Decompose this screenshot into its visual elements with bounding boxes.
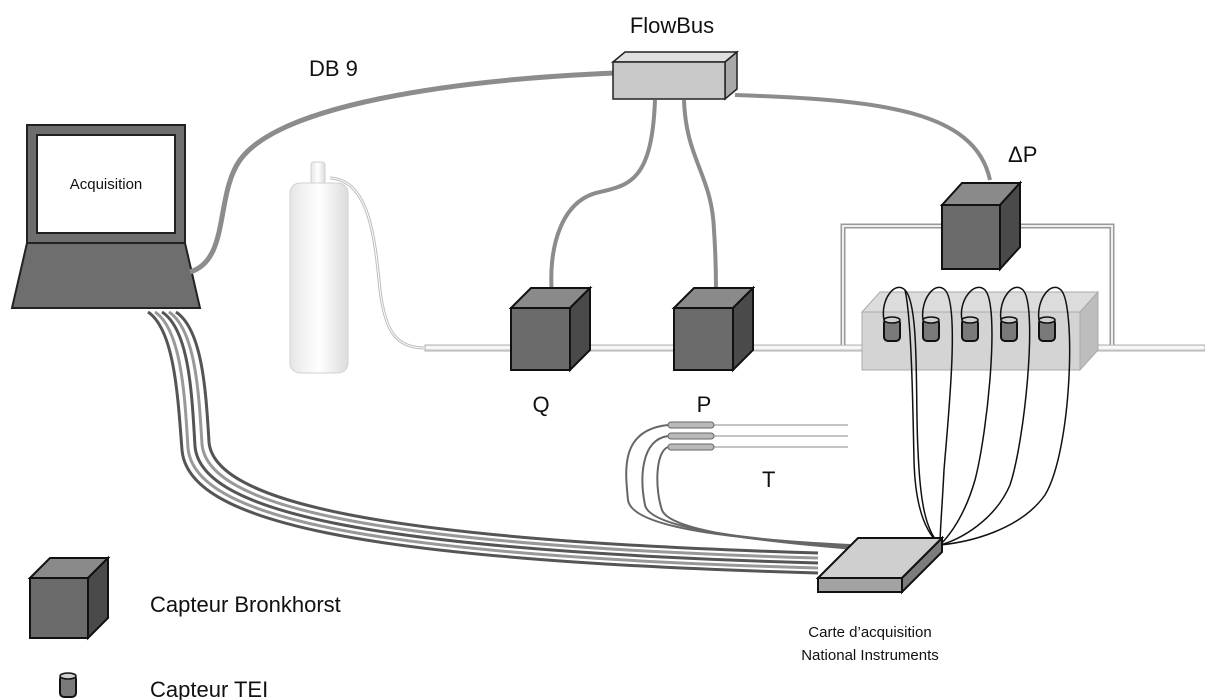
t-label: T	[762, 467, 775, 492]
card-cable	[147, 310, 819, 575]
card-label-line1: Carte d’acquisition	[808, 624, 931, 641]
main-pipe	[329, 176, 1205, 352]
card-label-line2: National Instruments	[801, 647, 939, 664]
flowbus-box	[610, 50, 740, 101]
tei-sensor	[922, 316, 940, 342]
tei-sensor	[1000, 316, 1018, 342]
q-sensor	[508, 285, 593, 373]
dp-sensor	[939, 180, 1023, 272]
acquisition-label: Acquisition	[70, 176, 143, 193]
legend-tei-icon	[59, 672, 77, 698]
tei-sensor	[1038, 316, 1056, 342]
dp-label: ΔP	[1008, 142, 1037, 167]
acquisition-card	[815, 535, 945, 595]
gas-bottle	[289, 161, 349, 374]
flowbus-to-q-cable	[549, 99, 657, 296]
flowbus-to-p-cable	[682, 99, 718, 291]
p-sensor	[671, 285, 756, 373]
thermocouples	[625, 421, 855, 550]
db9-cable	[189, 70, 616, 275]
flowbus-to-dp-cable	[734, 93, 992, 181]
legend: Capteur Bronkhorst Capteur TEI	[27, 555, 341, 700]
p-label: P	[697, 392, 712, 417]
legend-tei-label: Capteur TEI	[150, 677, 268, 700]
tei-sensor	[883, 316, 901, 342]
tei-wires	[882, 286, 1071, 546]
tei-sensor	[961, 316, 979, 342]
flowbus-label: FlowBus	[630, 13, 714, 38]
q-label: Q	[532, 392, 549, 417]
tei-sensors	[883, 316, 1056, 342]
legend-bronkhorst-icon	[27, 555, 111, 641]
laptop-computer	[10, 124, 202, 309]
db9-label: DB 9	[309, 56, 358, 81]
legend-bronkhorst-label: Capteur Bronkhorst	[150, 592, 341, 617]
